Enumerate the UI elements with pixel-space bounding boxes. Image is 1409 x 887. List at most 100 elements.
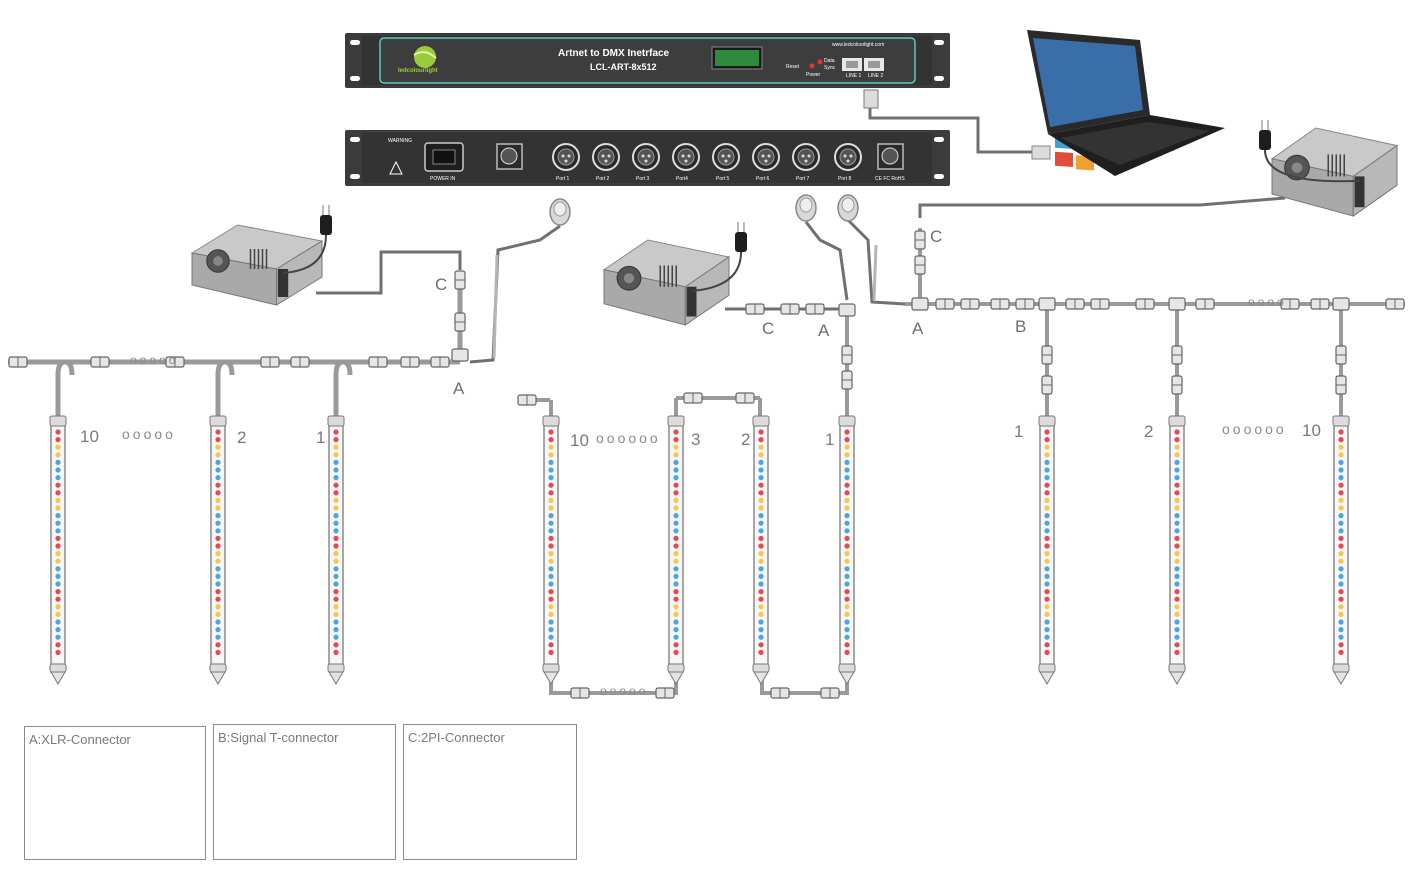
led-dot [758, 528, 764, 534]
cable-connector-icon [1135, 298, 1155, 310]
cable-connector-icon [1171, 375, 1183, 395]
led-dot [1044, 627, 1050, 633]
led-dot [1044, 566, 1050, 572]
led-dot [673, 604, 679, 610]
led-dot [1044, 558, 1050, 564]
led-dot [55, 649, 61, 656]
t-connector-icon [838, 303, 856, 317]
led-dot [215, 444, 221, 450]
led-dot [333, 528, 339, 534]
led-dot [1174, 649, 1180, 656]
led-dot [1338, 452, 1344, 458]
middle-tube-number: 1 [825, 430, 835, 449]
led-dot [548, 589, 554, 595]
led-dot [673, 475, 679, 481]
led-dot [844, 467, 850, 473]
led-dot [548, 581, 554, 587]
led-dot [333, 581, 339, 587]
led-dot [548, 634, 554, 640]
led-dot [1174, 513, 1180, 519]
led-dot [1044, 596, 1050, 602]
led-dot [215, 520, 221, 526]
led-dot [333, 634, 339, 640]
left-tube-number: 10 [80, 427, 99, 446]
legend-2pi-connector: C:2PI-Connector [403, 724, 577, 860]
cable-connector-icon [1090, 298, 1110, 310]
device-title: Artnet to DMX Inetrface [558, 48, 670, 59]
artnet-unit-front [345, 33, 950, 109]
cable-connector-icon [683, 392, 703, 404]
led-dot [55, 589, 61, 595]
left-group-wiring [8, 285, 463, 418]
led-dot [1044, 543, 1050, 549]
led-dot [1338, 627, 1344, 633]
led-dot [1174, 581, 1180, 587]
led-dot [758, 611, 764, 618]
port-label: Port4 [676, 176, 688, 182]
power-plug-icon [282, 205, 332, 274]
right-tube-number: 2 [1144, 422, 1154, 441]
dmx-port-icon [712, 143, 740, 171]
led-dot [548, 444, 554, 450]
led-dot [215, 573, 221, 580]
cable-connector-icon [914, 230, 926, 250]
port-label: Port 7 [796, 176, 810, 182]
led-dot [333, 444, 339, 450]
led-dot [1174, 429, 1180, 435]
led-dot [55, 627, 61, 633]
cable-connector-icon [165, 356, 185, 368]
line1-label: LINE 1 [846, 73, 862, 79]
led-dot [673, 596, 679, 602]
t-connector-icon [451, 348, 469, 362]
led-dot [215, 551, 221, 557]
cable-connector-icon [1310, 298, 1330, 310]
led-dot [1174, 634, 1180, 640]
led-dot [55, 513, 61, 519]
led-dot [844, 452, 850, 458]
led-dot [215, 482, 221, 488]
led-dot [758, 459, 764, 465]
led-dot [55, 596, 61, 602]
power-in-label: POWER IN [430, 176, 456, 182]
led-dot [1174, 619, 1180, 625]
led-dot [673, 589, 679, 595]
power-supply-icon [1270, 127, 1399, 217]
led-dot [215, 475, 221, 481]
led-dot [333, 459, 339, 465]
led-dot [215, 505, 221, 511]
led-dot [758, 589, 764, 595]
led-dot [55, 429, 61, 435]
led-dot [215, 619, 221, 625]
label-a-right: A [912, 319, 924, 338]
led-dot [844, 619, 850, 625]
led-dot [1174, 535, 1180, 542]
led-dot [758, 642, 764, 648]
led-tube [838, 415, 856, 685]
dmx-ports [552, 143, 862, 171]
led-dot [548, 596, 554, 602]
led-dot [215, 437, 221, 443]
led-tube [667, 415, 685, 685]
led-dot [758, 551, 764, 557]
dmx-port-icon [672, 143, 700, 171]
chain-dots: ooooo [600, 684, 649, 698]
led-dot [215, 642, 221, 648]
led-dot [1044, 437, 1050, 443]
led-dot [548, 642, 554, 648]
led-dot [333, 642, 339, 648]
legend-t-connector: B:Signal T-connector [213, 724, 396, 860]
led-dot [673, 437, 679, 443]
led-dot [548, 619, 554, 625]
led-dot [215, 528, 221, 534]
led-dot [844, 649, 850, 656]
led-dot [673, 581, 679, 587]
led-dot [1338, 490, 1344, 496]
led-dot [548, 505, 554, 511]
label-c-middle: C [762, 319, 775, 338]
led-dot [548, 627, 554, 633]
led-dot [1174, 452, 1180, 458]
cert-label: CE FC RoHS [875, 176, 905, 182]
legend-title: B:Signal T-connector [218, 730, 339, 745]
cable-connector-icon [1065, 298, 1085, 310]
